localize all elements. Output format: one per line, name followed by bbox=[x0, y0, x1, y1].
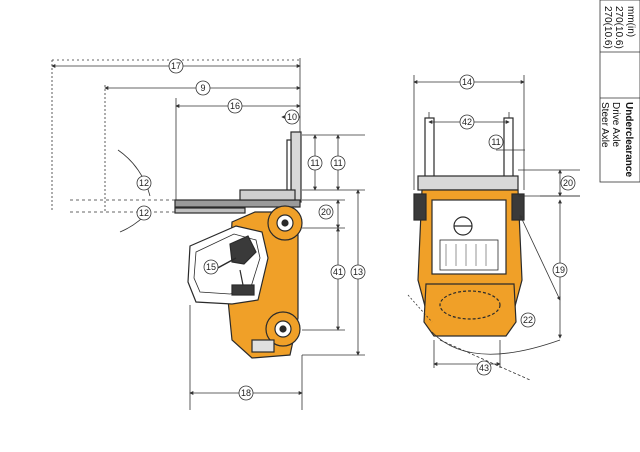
svg-text:42: 42 bbox=[462, 117, 472, 127]
table-title: Underclearance bbox=[623, 102, 634, 177]
svg-text:22: 22 bbox=[523, 315, 533, 325]
dim-label-43: 43 bbox=[476, 360, 492, 376]
svg-text:18: 18 bbox=[241, 388, 251, 398]
dim-label-9: 9 bbox=[195, 80, 211, 96]
dim-label-14: 14 bbox=[459, 74, 475, 90]
svg-text:11: 11 bbox=[333, 158, 342, 168]
table-unit-header: mm(in) bbox=[625, 6, 636, 37]
dim-label-11b: 11 bbox=[330, 155, 346, 171]
svg-text:14: 14 bbox=[462, 77, 472, 87]
dim-label-16: 16 bbox=[227, 98, 243, 114]
dim-label-11a: 11 bbox=[307, 155, 323, 171]
svg-text:9: 9 bbox=[200, 83, 205, 93]
table-value-steer: 270(10.6) bbox=[602, 6, 613, 49]
side-view-labels: 17 9 16 10 11 11 12 12 20 15 41 13 18 bbox=[136, 58, 366, 401]
dim-label-20: 20 bbox=[318, 204, 334, 220]
svg-text:16: 16 bbox=[230, 101, 240, 111]
svg-text:20: 20 bbox=[321, 207, 331, 217]
dim-label-12a: 12 bbox=[136, 175, 152, 191]
dim-label-41: 41 bbox=[330, 264, 346, 280]
dim-label-11: 11 bbox=[488, 134, 504, 150]
dim-label-13: 13 bbox=[350, 264, 366, 280]
table-label-drive: Drive Axle bbox=[610, 102, 621, 147]
dim-label-10: 10 bbox=[284, 109, 300, 125]
svg-text:10: 10 bbox=[287, 112, 297, 122]
svg-text:15: 15 bbox=[206, 262, 216, 272]
svg-text:12: 12 bbox=[139, 208, 149, 218]
dim-label-15: 15 bbox=[203, 259, 219, 275]
side-view-truck bbox=[174, 131, 303, 359]
svg-text:11: 11 bbox=[491, 137, 500, 147]
table-value-drive: 270(10.6) bbox=[613, 6, 624, 49]
dim-label-17: 17 bbox=[168, 58, 184, 74]
svg-text:12: 12 bbox=[139, 178, 149, 188]
top-view-truck bbox=[413, 117, 525, 337]
svg-text:13: 13 bbox=[353, 267, 363, 277]
dim-label-12b: 12 bbox=[136, 205, 152, 221]
dim-label-19: 19 bbox=[552, 262, 568, 278]
svg-text:20: 20 bbox=[563, 178, 573, 188]
side-view-dimensions bbox=[51, 58, 365, 410]
underclearance-table: mm(in) 270(10.6) 270(10.6) Underclearanc… bbox=[599, 0, 640, 183]
svg-text:41: 41 bbox=[333, 267, 343, 277]
dim-label-42: 42 bbox=[459, 114, 475, 130]
svg-text:11: 11 bbox=[310, 158, 319, 168]
top-view-labels: 14 42 11 20 19 22 43 bbox=[459, 74, 576, 376]
svg-text:19: 19 bbox=[555, 265, 565, 275]
table-label-steer: Steer Axle bbox=[599, 102, 610, 148]
svg-text:17: 17 bbox=[171, 61, 181, 71]
dim-label-18: 18 bbox=[238, 385, 254, 401]
svg-text:43: 43 bbox=[479, 363, 489, 373]
dim-label-20: 20 bbox=[560, 175, 576, 191]
dim-label-22: 22 bbox=[520, 312, 536, 328]
